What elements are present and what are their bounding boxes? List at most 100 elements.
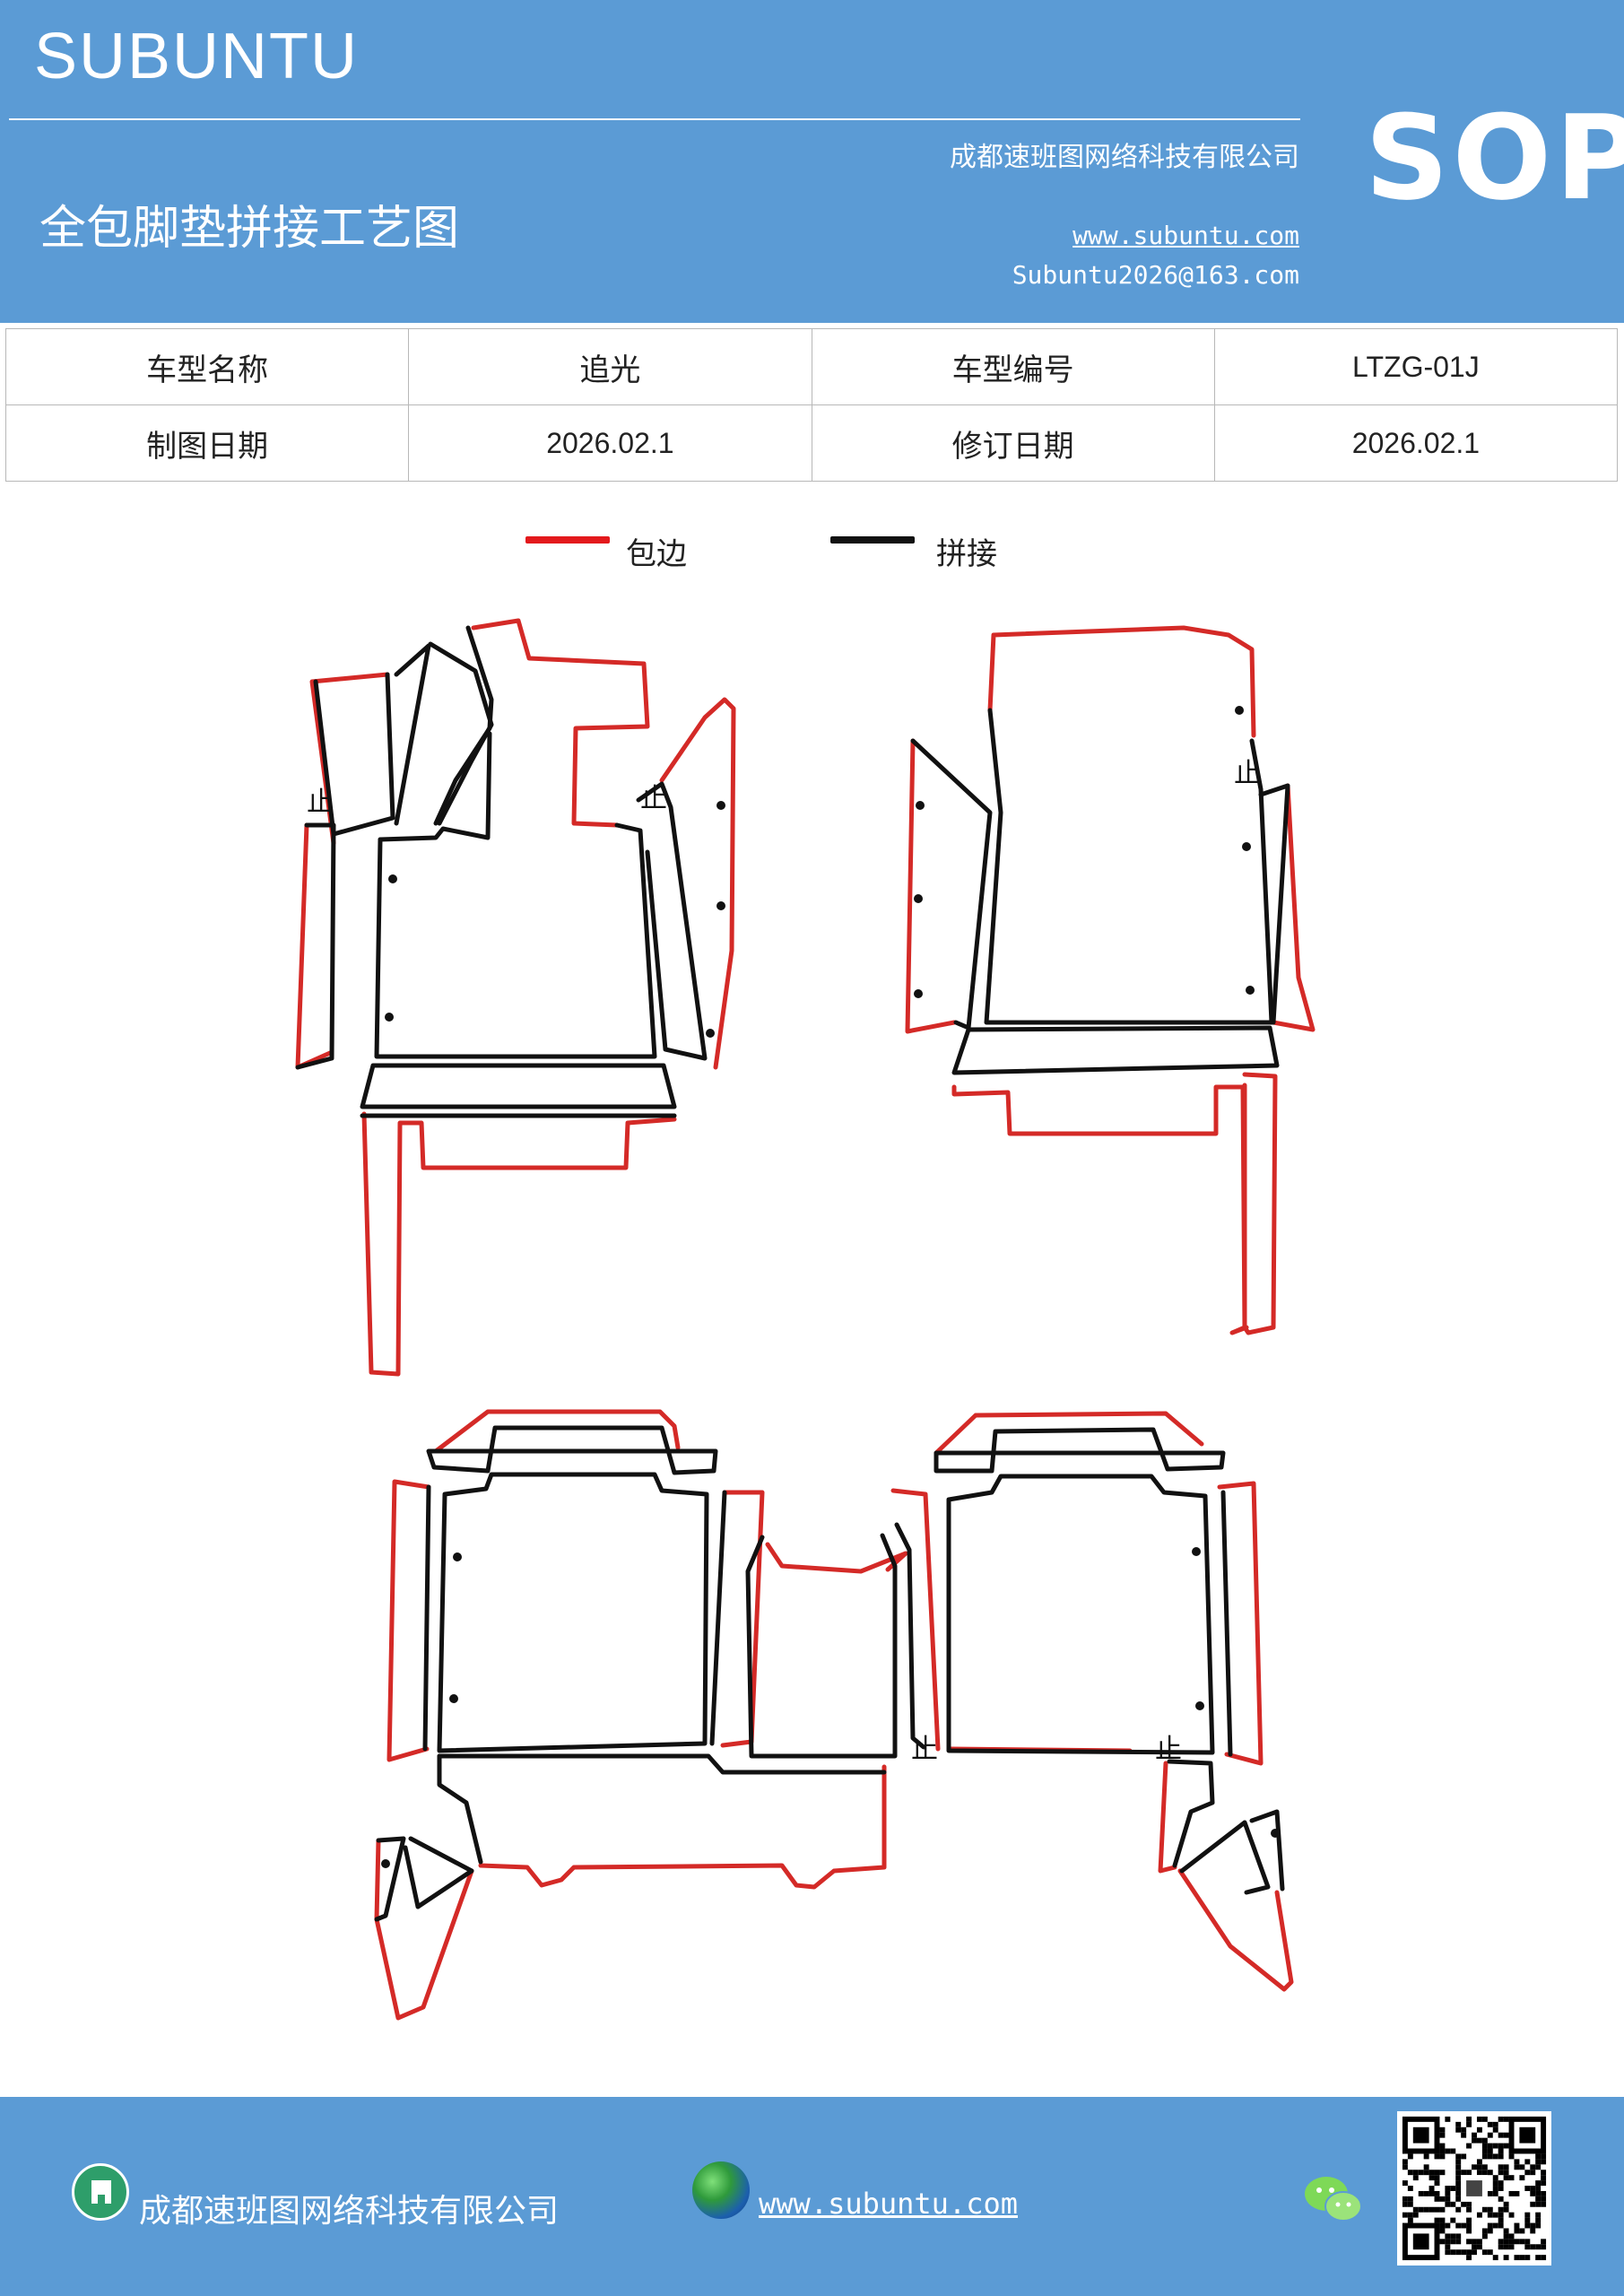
table-row: 制图日期 2026.02.1 修订日期 2026.02.1: [4, 404, 1619, 482]
seam-fr-sill: [951, 1025, 1280, 1075]
edge-fr-right-leg: [1242, 1072, 1278, 1335]
seam-join-lines: [295, 625, 1290, 1922]
seam-rl-corner-b: [403, 1836, 474, 1909]
mount-dot: [716, 901, 725, 910]
edge-rr-corner: [1177, 1868, 1294, 1992]
globe-icon: [692, 2161, 750, 2219]
table-row: 车型名称 追光 车型编号 LTZG-01J: [4, 328, 1619, 405]
edge-rl-bottom: [478, 1764, 887, 1890]
stop-mark: 止: [307, 787, 334, 818]
mount-dot: [1192, 1547, 1201, 1556]
stop-mark: 止: [1234, 758, 1261, 789]
seam-fr-left-strip: [910, 738, 993, 1031]
mount-dot: [1235, 706, 1244, 715]
vehicle-info-table: 车型名称 追光 车型编号 LTZG-01J 制图日期 2026.02.1 修订日…: [4, 328, 1619, 482]
edge-fl-right-strip: [659, 697, 736, 1070]
brand-logo-text: SUBUNTU: [34, 21, 360, 92]
drawing-date-value: 2026.02.1: [408, 404, 812, 482]
mount-dot: [914, 894, 923, 903]
mount-dot: [1246, 986, 1255, 995]
seam-rr-main: [946, 1474, 1215, 1755]
seam-rr-lower-stub: [1167, 1759, 1215, 1868]
legend-edge-label: 包边: [626, 536, 687, 572]
seam-fl-main: [374, 822, 657, 1059]
seam-rr-corner-a: [1179, 1820, 1271, 1895]
seam-fl-right-strip: [636, 781, 708, 1061]
mount-dot: [916, 801, 925, 810]
seam-rr-top-band: [934, 1427, 1226, 1474]
header-email[interactable]: Subuntu2026@163.com: [1012, 260, 1299, 290]
model-name-label: 车型名称: [4, 328, 410, 405]
seam-fr-main: [984, 708, 1274, 1025]
edge-rl-left-strip: [386, 1479, 431, 1762]
seam-rr-right-strip: [1220, 1490, 1233, 1757]
model-code-value: LTZG-01J: [1213, 328, 1619, 405]
mount-dot: [381, 1859, 390, 1868]
edge-rr-lower-stub: [1158, 1761, 1177, 1874]
mount-dot: [716, 801, 725, 810]
header-divider: [9, 118, 1300, 120]
mount-dot: [385, 1013, 394, 1022]
header-website-link[interactable]: www.subuntu.com: [1073, 221, 1299, 250]
stop-mark: 止: [640, 783, 667, 814]
qr-code: [1397, 2111, 1551, 2266]
wechat-icon[interactable]: [1302, 2172, 1365, 2226]
legend-seam-label: 拼接: [936, 536, 997, 572]
mount-dot: [1271, 1829, 1280, 1838]
edge-rl-tunnel-notch: [765, 1542, 908, 1574]
seam-fl-diag2: [433, 625, 494, 826]
legend-edge-swatch: [525, 536, 610, 544]
page-title: 全包脚垫拼接工艺图: [39, 202, 460, 256]
edge-rr-right-strip: [1217, 1481, 1264, 1766]
mount-dot: [706, 1029, 715, 1038]
seam-fl-main-top-left: [378, 731, 492, 842]
mount-dot: [914, 989, 923, 998]
sop-badge: SOP: [1365, 90, 1624, 226]
edge-rl-top: [433, 1409, 681, 1454]
legend-seam-swatch: [830, 536, 915, 544]
seam-fl-mid-strip: [394, 643, 431, 826]
drawing-date-label: 制图日期: [4, 404, 410, 482]
seam-rl-right-strip: [709, 1490, 727, 1746]
edge-rl-corner: [374, 1838, 474, 2021]
edge-fr-bottom-strip: [951, 1084, 1249, 1335]
revision-date-label: 修订日期: [811, 404, 1215, 482]
seam-fl-left-strip: [295, 822, 336, 1070]
model-name-value: 追光: [408, 328, 812, 405]
edge-binding-lines: [295, 618, 1316, 2021]
mount-dot: [453, 1552, 462, 1561]
mount-dot: [1195, 1701, 1204, 1710]
edge-fl-left-strip: [295, 822, 333, 1070]
edge-fr-left-strip: [905, 738, 957, 1034]
stop-mark: 止: [1155, 1734, 1182, 1765]
stop-marks: 止 止 止 止 止: [307, 758, 1261, 1765]
header-banner: SUBUNTU 全包脚垫拼接工艺图 成都速班图网络科技有限公司 www.subu…: [0, 0, 1624, 323]
seam-rl-main: [437, 1472, 709, 1753]
revision-date-value: 2026.02.1: [1213, 404, 1619, 482]
edge-rl-right-strip: [720, 1490, 765, 1748]
edge-rr-top: [934, 1411, 1204, 1456]
seam-fl-left-block: [313, 672, 395, 837]
seam-rl-bottom-left: [437, 1753, 483, 1865]
edge-fl-tunnel: [471, 618, 650, 828]
building-icon: [72, 2163, 129, 2221]
mounting-point-dots: [381, 706, 1280, 1868]
seam-rl-tunnel: [745, 1533, 898, 1759]
seam-rl-corner-a: [374, 1836, 406, 1922]
seam-rl-top-band: [426, 1425, 718, 1475]
footer-banner: 成都速班图网络科技有限公司 www.subuntu.com: [0, 2097, 1624, 2296]
seam-rr-left-strip: [894, 1522, 926, 1750]
mount-dot: [449, 1694, 458, 1703]
seam-rl-left-strip: [422, 1484, 431, 1752]
model-code-label: 车型编号: [811, 328, 1215, 405]
seam-rr-corner-b: [1249, 1809, 1285, 1892]
edge-fr-right-strip: [1271, 783, 1316, 1032]
seam-fl-sill: [360, 1063, 677, 1109]
edge-fr-top: [987, 625, 1256, 738]
mount-dot: [1242, 842, 1251, 851]
footer-website-link[interactable]: www.subuntu.com: [759, 2187, 1018, 2221]
seam-rl-bottom-band: [437, 1753, 887, 1775]
edge-fl-bottom-strip: [361, 1111, 677, 1377]
edge-rr-left-strip: [890, 1488, 941, 1752]
